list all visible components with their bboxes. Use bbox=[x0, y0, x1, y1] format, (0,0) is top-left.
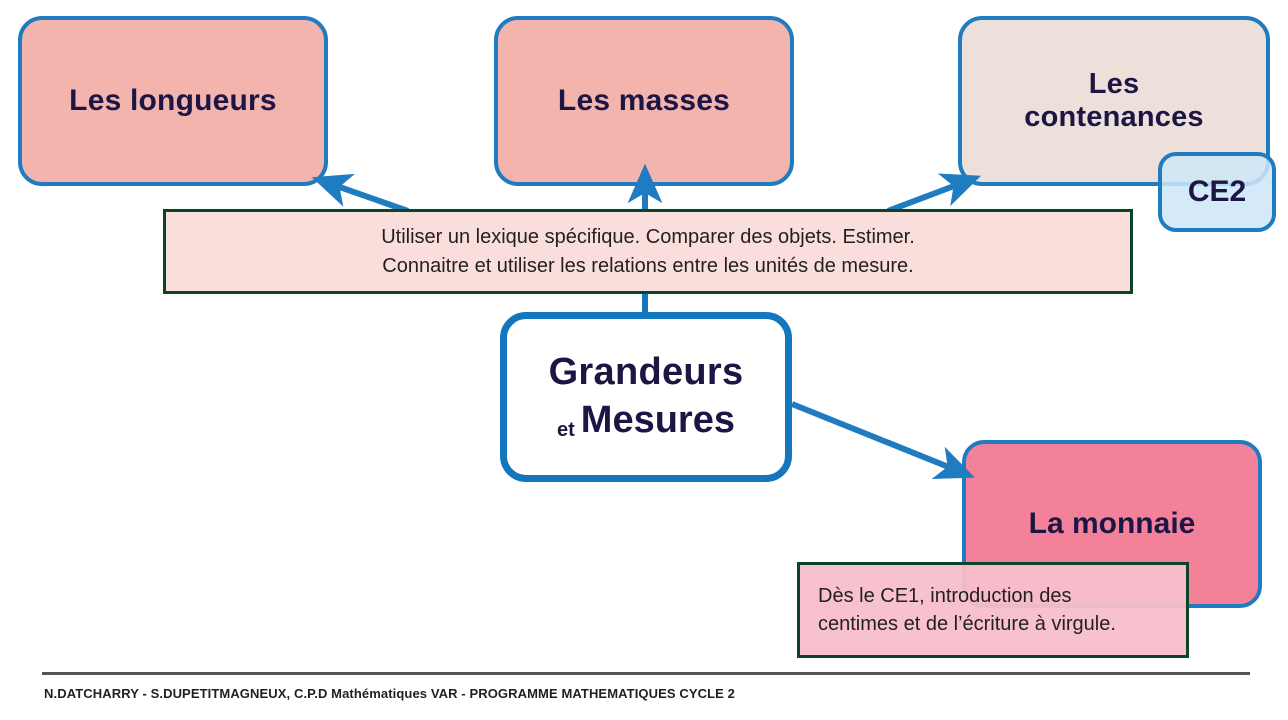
arrow-to-monnaie bbox=[790, 401, 975, 479]
note-lexique-line2: Connaitre et utiliser les relations entr… bbox=[382, 254, 914, 277]
note-monnaie: Dès le CE1, introduction des centimes et… bbox=[797, 562, 1189, 658]
note-lexique-line1: Utiliser un lexique spécifique. Comparer… bbox=[381, 226, 915, 249]
note-monnaie-line2: centimes et de l’écriture à virgule. bbox=[818, 613, 1116, 635]
note-lexique-text: Utiliser un lexique spécifique. Comparer… bbox=[381, 223, 915, 280]
node-center-label-et: et bbox=[557, 419, 575, 441]
note-monnaie-text: Dès le CE1, introduction des centimes et… bbox=[818, 582, 1116, 639]
node-les-longueurs[interactable]: Les longueurs bbox=[18, 16, 328, 186]
node-les-contenances[interactable]: Les contenances bbox=[958, 16, 1270, 186]
note-monnaie-line1: Dès le CE1, introduction des bbox=[818, 584, 1072, 607]
node-les-longueurs-label: Les longueurs bbox=[69, 83, 277, 117]
node-les-masses[interactable]: Les masses bbox=[494, 16, 794, 186]
badge-ce2[interactable]: CE2 bbox=[1158, 152, 1276, 232]
note-lexique: Utiliser un lexique spécifique. Comparer… bbox=[163, 209, 1133, 294]
footer-divider bbox=[42, 672, 1250, 675]
footer-credit: N.DATCHARRY - S.DUPETITMAGNEUX, C.P.D Ma… bbox=[44, 686, 735, 701]
node-center-label-line1: Grandeurs bbox=[548, 351, 744, 394]
node-center-label-mesures: Mesures bbox=[580, 399, 735, 441]
node-la-monnaie-label: La monnaie bbox=[1028, 506, 1196, 540]
node-les-contenances-label-line2: contenances bbox=[1024, 101, 1204, 133]
arrow-to-longueurs bbox=[311, 173, 409, 214]
node-les-contenances-label-line1: Les bbox=[1088, 67, 1140, 100]
node-les-masses-label: Les masses bbox=[557, 83, 731, 117]
badge-ce2-label: CE2 bbox=[1187, 174, 1247, 208]
node-les-contenances-label: Les contenances bbox=[1024, 68, 1204, 135]
arrow-to-contenances bbox=[886, 173, 982, 214]
